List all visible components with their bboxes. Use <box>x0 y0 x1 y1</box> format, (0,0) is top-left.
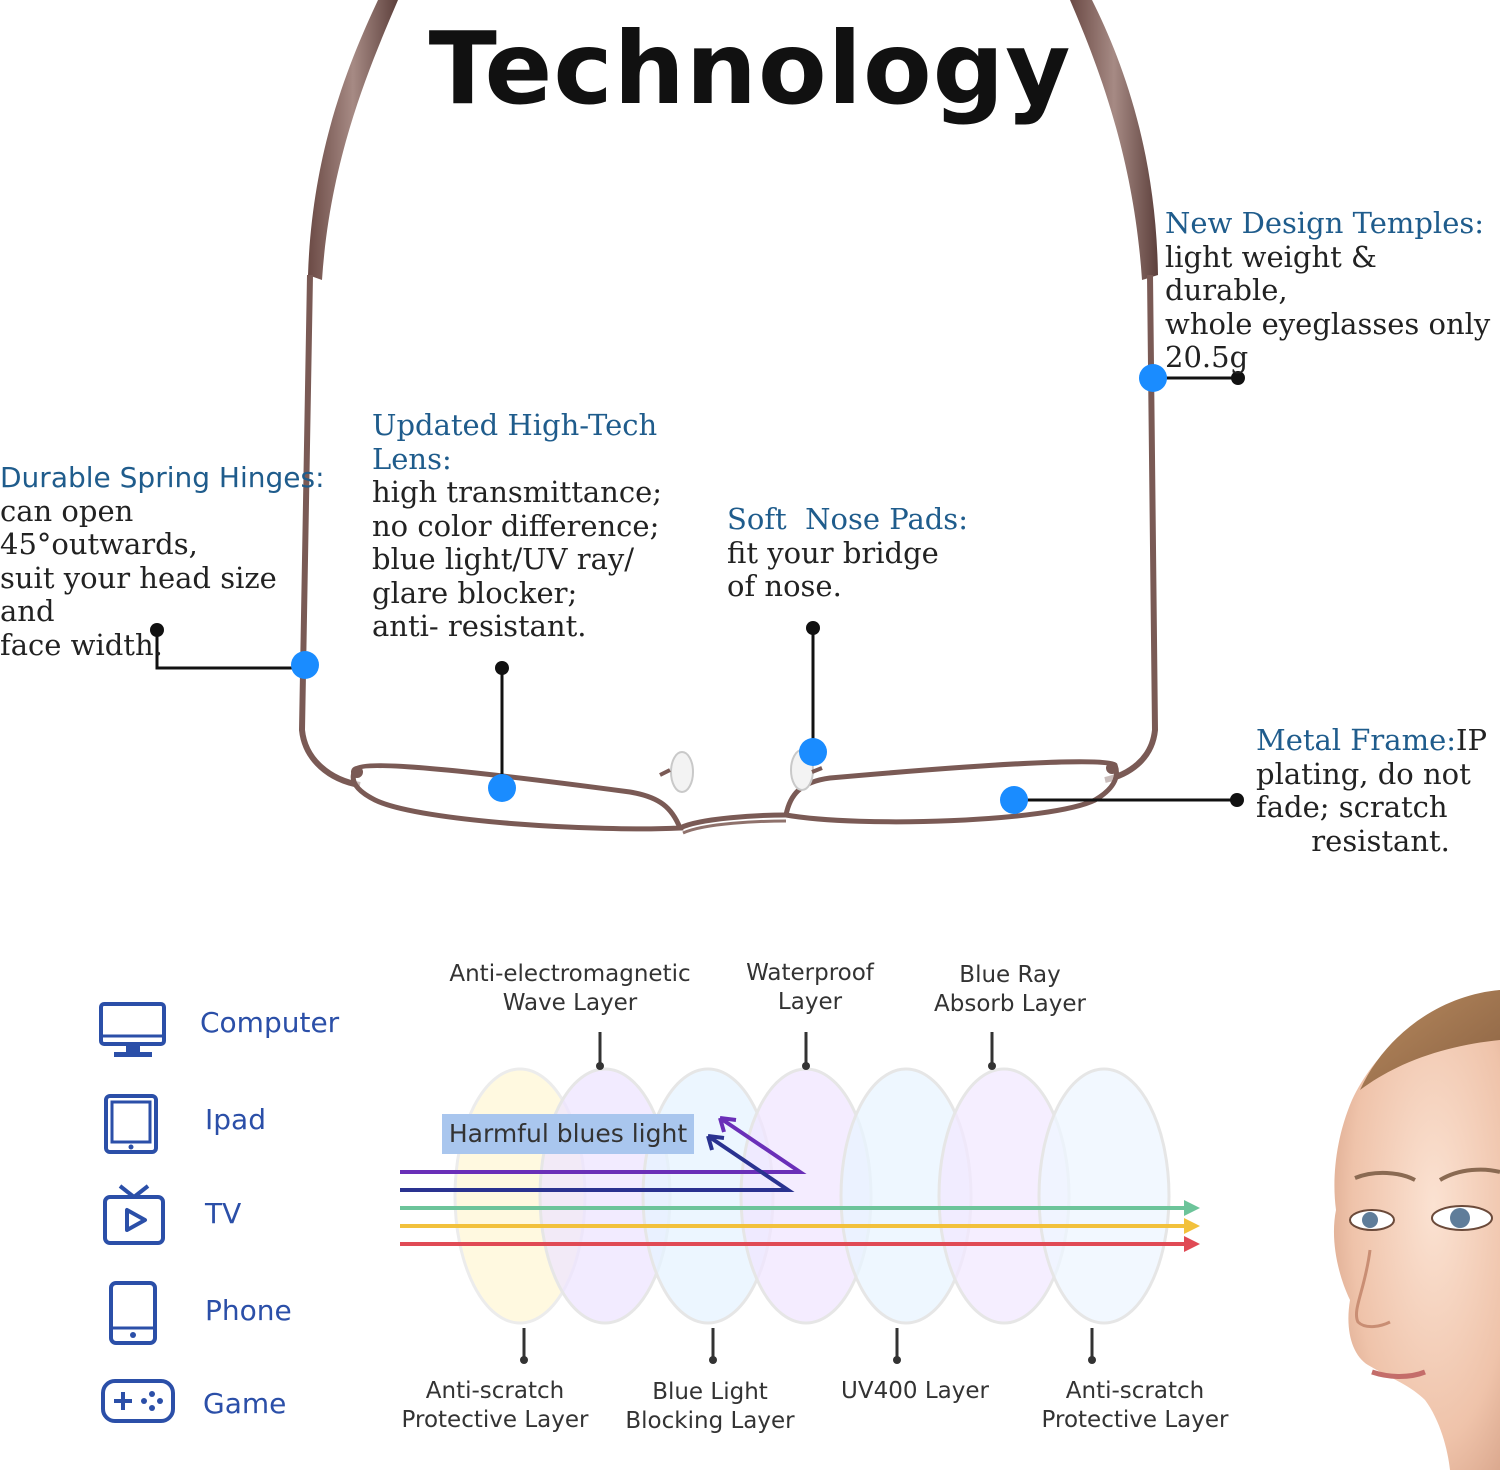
layer-pointer-dots <box>520 1062 1096 1364</box>
lens-marker <box>488 774 516 802</box>
connector-end-dots <box>150 371 1245 807</box>
device-label-phone: Phone <box>205 1294 292 1327</box>
device-label-game: Game <box>203 1387 287 1420</box>
device-label-ipad: Ipad <box>205 1103 266 1136</box>
hinges-connector <box>155 630 305 670</box>
left-temple-tip <box>308 0 398 280</box>
ray-purple-reflected <box>400 1116 807 1174</box>
tablet-icon <box>103 1093 159 1160</box>
callout-frame-heading: Metal Frame: <box>1256 723 1456 757</box>
phone-icon <box>108 1280 158 1351</box>
layer-label-anti-electromagnetic: Anti-electromagnetic Wave Layer <box>449 961 691 1016</box>
gamepad-icon <box>100 1378 176 1429</box>
light-rays <box>400 1116 1190 1246</box>
nose-pads-marker <box>799 738 827 766</box>
face-illustration <box>1333 990 1500 1470</box>
left-temple-arm <box>298 274 361 788</box>
hinges-marker <box>291 651 319 679</box>
layer-label-waterproof: Waterproof Layer <box>746 960 874 1015</box>
temples-marker <box>1139 364 1167 392</box>
layer-label-anti-scratch-1: Anti-scratch Protective Layer <box>401 1378 589 1433</box>
ray-navy-reflected <box>400 1134 795 1192</box>
right-temple-arm <box>1104 274 1159 783</box>
callout-temples-text: light weight & durable, whole eyeglasses… <box>1165 239 1491 374</box>
computer-icon <box>98 1000 168 1067</box>
callout-lens-text: high transmittance; no color difference;… <box>372 475 662 643</box>
callout-hinges: Durable Spring Hinges: can open 45°outwa… <box>0 461 340 662</box>
hair <box>1360 990 1500 1090</box>
device-label-computer: Computer <box>200 1006 340 1039</box>
callout-temples: New Design Temples: light weight & durab… <box>1165 206 1500 375</box>
left-lens-rim <box>350 763 684 832</box>
glasses-frame <box>298 0 1159 835</box>
layer-pointers <box>522 1032 1094 1360</box>
bridge <box>678 812 787 831</box>
callout-nose-pads-heading: Soft Nose Pads: <box>727 502 968 536</box>
callout-frame-heading-tail: IP <box>1456 723 1487 757</box>
right-eyebrow <box>1438 1167 1500 1182</box>
callout-temples-heading: New Design Temples: <box>1165 206 1485 240</box>
callout-frame-text: plating, do not fade; scratch resistant. <box>1256 756 1471 858</box>
layer-label-blue-light-blocking: Blue Light Blocking Layer <box>625 1379 795 1434</box>
lens-layers <box>453 1067 1171 1325</box>
layer-label-blue-ray-absorb: Blue Ray Absorb Layer <box>934 962 1086 1017</box>
layer-label-anti-scratch-2: Anti-scratch Protective Layer <box>1041 1378 1229 1433</box>
ray-arrowheads <box>1184 1200 1200 1252</box>
layer-disc-7 <box>1037 1067 1171 1325</box>
callout-lens: Updated High-Tech Lens: high transmittan… <box>372 408 672 644</box>
feature-markers <box>291 364 1167 814</box>
callout-hinges-heading: Durable Spring Hinges: <box>0 461 325 494</box>
callout-hinges-text: can open 45°outwards, suit your head siz… <box>0 493 277 662</box>
right-lens-rim <box>783 759 1119 825</box>
layer-label-uv400: UV400 Layer <box>841 1378 989 1404</box>
callout-lens-heading: Updated High-Tech Lens: <box>372 408 658 476</box>
lips <box>1371 1369 1426 1379</box>
callout-frame: Metal Frame:IP plating, do not fade; scr… <box>1256 723 1500 858</box>
harmful-light-label: Harmful blues light <box>442 1114 694 1154</box>
callout-nose-pads: Soft Nose Pads: fit your bridge of nose. <box>727 502 987 604</box>
callout-connectors <box>155 376 1238 802</box>
right-temple-tip <box>1070 0 1158 280</box>
device-label-tv: TV <box>205 1197 242 1230</box>
left-nose-pad <box>670 751 694 793</box>
left-eyebrow <box>1354 1171 1416 1182</box>
callout-nose-pads-text: fit your bridge of nose. <box>727 535 939 603</box>
face-skin <box>1333 990 1500 1470</box>
frame-marker <box>1000 786 1028 814</box>
tv-icon <box>102 1183 166 1252</box>
page-title: Technology <box>428 10 1072 127</box>
nose <box>1355 1249 1391 1329</box>
